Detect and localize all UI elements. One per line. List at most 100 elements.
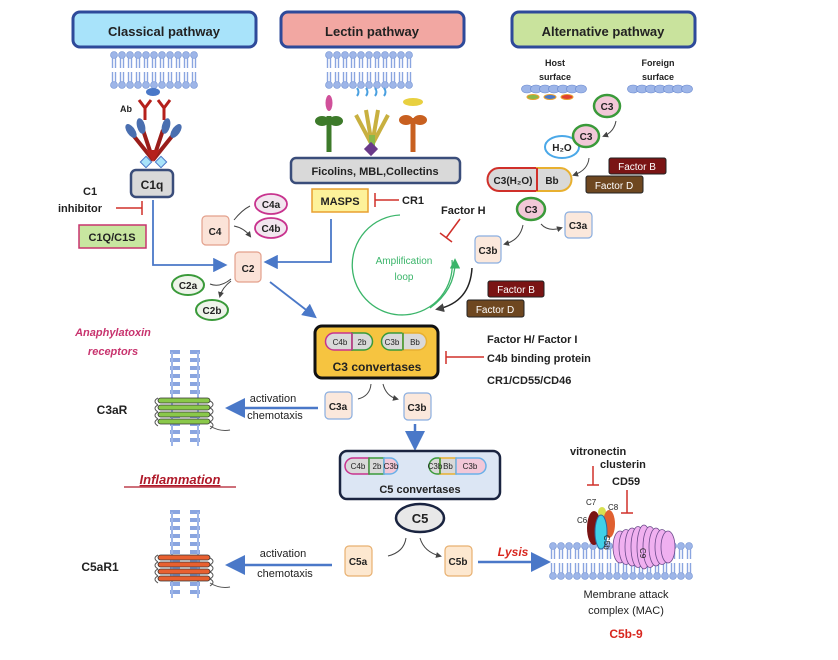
c5-cleavage-arrows (387, 537, 440, 556)
c1-inhibitor-label-2: inhibitor (58, 203, 103, 215)
cr1-label: CR1 (402, 195, 424, 207)
ficolins-mbl-collectins-box: Ficolins, MBL,Collectins (289, 156, 462, 185)
c1-complex-icon (125, 118, 182, 169)
c4a-ellipse: C4a (254, 193, 288, 215)
regulator-label: C4b binding protein (487, 353, 591, 365)
c3h2o-bb-complex: C3(H₂O) Bb (486, 167, 573, 192)
c2-cleavage-arrows (209, 278, 232, 296)
lectin-to-c2-arrow (263, 219, 332, 270)
inflammation-label: Inflammation (140, 472, 221, 487)
factor-b-label: Factor B (618, 162, 656, 173)
ficolins-label: Ficolins, MBL,Collectins (311, 166, 438, 178)
c5-convertase-part: 2b (373, 462, 382, 471)
c4-cleavage-arrows (233, 205, 250, 236)
bb-label: Bb (545, 176, 558, 187)
c4-label: C4 (209, 227, 222, 238)
amplification-loop: Amplification loop (351, 214, 461, 316)
h2o-label: H₂O (552, 143, 572, 154)
c5ar1-receptor-icon (154, 510, 231, 598)
cell-surfaces-icon (521, 84, 693, 100)
c5-convertase-part: C3b (463, 462, 478, 471)
c3a-activation-label: activation (250, 393, 296, 405)
c4a-label: C4a (262, 200, 281, 211)
c3-to-c3a-arrow (540, 223, 563, 233)
c3-convertases-title: C3 convertases (333, 360, 422, 374)
c3h2o-label: C3(H₂O) (494, 176, 533, 187)
c5b9-label: C5b-9 (609, 627, 643, 641)
host-surface-label-2: surface (539, 72, 571, 82)
c3a-box: C3a (324, 391, 353, 420)
alternative-pathway-title: Alternative pathway (542, 24, 666, 39)
c3b-box: C3b (403, 392, 432, 421)
c1q-c1s-label: C1Q/C1S (88, 232, 135, 244)
c2-box: C2 (234, 251, 262, 283)
h2o-ellipse: H₂O (544, 135, 580, 159)
c8-label: C8 (608, 503, 619, 512)
lectin-membrane-icon (325, 51, 413, 89)
c3ar-receptor-icon (154, 350, 231, 446)
c5b-label: C5b (449, 557, 468, 568)
lectin-pathway-title: Lectin pathway (325, 24, 420, 39)
factor-b-badge-1: Factor B (608, 157, 667, 175)
c3b-box-alt: C3b (474, 235, 502, 264)
c2a-label: C2a (179, 281, 198, 292)
c3-cleavage-arrows (357, 383, 397, 399)
c3-h2o-arrow (572, 157, 590, 177)
factor-d-label: Factor D (476, 305, 514, 316)
factor-b-badge-2: Factor B (487, 280, 545, 298)
factor-h-label: Factor H (441, 205, 486, 217)
c5-convertase-part: C3b (428, 462, 443, 471)
c5-convertase-part: C3b (384, 462, 399, 471)
c3a-chemotaxis-label: chemotaxis (247, 410, 303, 422)
c5-convertases-title: C5 convertases (379, 484, 460, 496)
c2b-ellipse: C2b (195, 299, 229, 321)
c5-convertase-part: C4b (351, 462, 366, 471)
c9-label: C9 (638, 548, 647, 559)
foreign-surface-label-2: surface (642, 72, 674, 82)
c3-convertase-inhibition-line (445, 351, 484, 364)
regulator-label: Factor H/ Factor I (487, 334, 577, 346)
lysis-label: Lysis (498, 545, 529, 559)
c5-convertase-part: Bb (443, 462, 453, 471)
c1-inhibitor-label-1: C1 (83, 186, 97, 198)
c1q-box: C1q (129, 168, 175, 199)
classical-membrane-icon (110, 51, 198, 89)
c5b-box: C5b (444, 545, 473, 577)
c3-label: C3 (601, 102, 614, 113)
c3-arrow (602, 120, 617, 138)
amplification-label-1: Amplification (376, 256, 433, 267)
classical-to-c2-arrow (152, 200, 228, 273)
c5-convertases-box: C4b 2b C3b C3b Bb C3b C5 convertases (338, 449, 502, 501)
factor-b-label: Factor B (497, 285, 535, 296)
c3-label: C3 (580, 132, 593, 143)
c5a-chemotaxis-label: chemotaxis (257, 568, 313, 580)
factor-d-label: Factor D (595, 181, 633, 192)
c3a-label: C3a (569, 221, 588, 232)
c3-convertase-part: Bb (410, 338, 420, 347)
c3b-loop-arrow (435, 267, 473, 313)
lectin-pathway-header: Lectin pathway (279, 10, 466, 49)
mac-complex-icon: C7 C6 C8 C5b C9 (577, 498, 676, 570)
c3-ellipse-3: C3 (515, 196, 547, 222)
c3ar-label: C3aR (97, 403, 128, 417)
vitronectin-label: vitronectin (570, 446, 627, 458)
c3a-label: C3a (329, 402, 348, 413)
masps-label: MASPS (320, 196, 359, 208)
cd59-label: CD59 (612, 476, 640, 488)
c5a-activation-label: activation (260, 548, 306, 560)
alternative-pathway-header: Alternative pathway (510, 10, 697, 49)
anaphylatoxin-heading-2: receptors (88, 346, 138, 358)
c5b-label: C5b (602, 535, 611, 550)
factor-h-inhibition-line (439, 218, 461, 243)
c3-ellipse-1: C3 (592, 93, 622, 119)
antibody-label: Ab (120, 104, 132, 114)
c1-inhibition-line (116, 201, 143, 215)
antibody-icon (137, 88, 172, 120)
c2-label: C2 (242, 264, 255, 275)
host-surface-label-1: Host (545, 58, 565, 68)
c3-label: C3 (525, 205, 538, 216)
c3a-box-alt: C3a (564, 211, 593, 239)
c2-to-c3-convertase-arrow (269, 281, 317, 319)
